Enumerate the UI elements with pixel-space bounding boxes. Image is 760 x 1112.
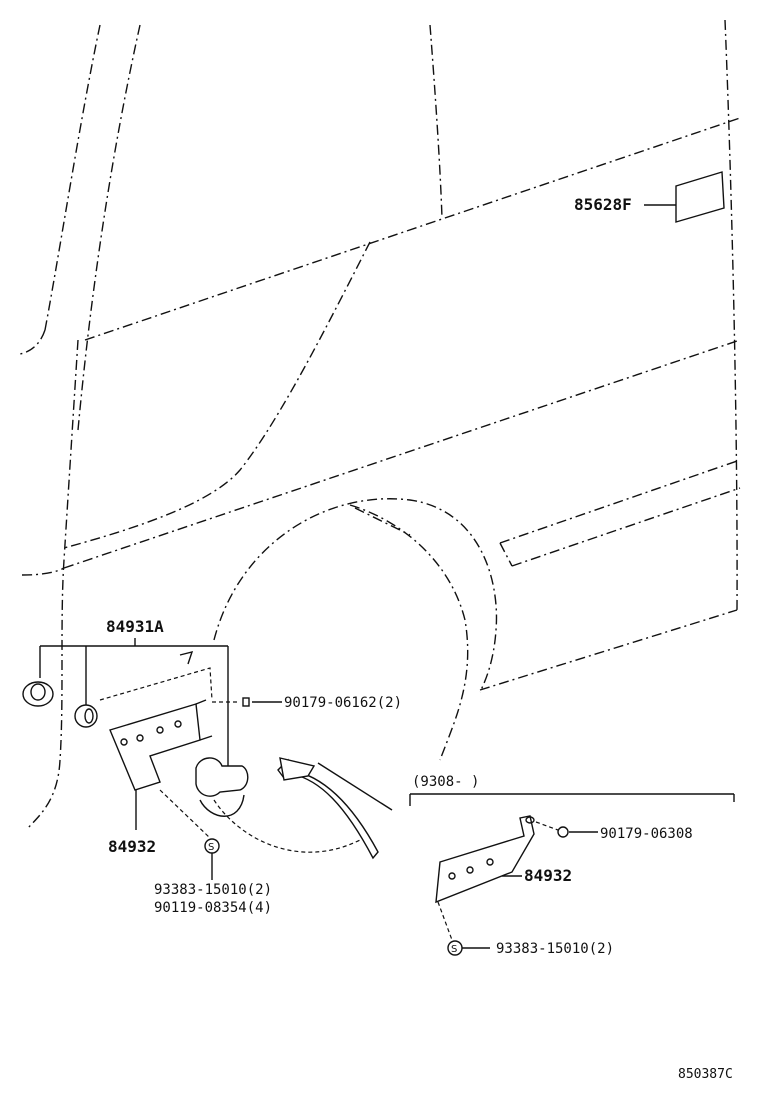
label-84931A: 84931A (106, 617, 164, 636)
label-90179-06162: 90179-06162(2) (284, 695, 402, 711)
detail-variant: (9308- ) 84932 90179-06308 S 93383-15010… (409, 774, 735, 957)
screw-symbol-left: S (208, 842, 214, 853)
label-93383-left: 93383-15010(2) (154, 882, 272, 898)
connector-plug (195, 757, 249, 797)
label-90119: 90119-08354(4) (154, 900, 272, 916)
screw-symbol-right: S (451, 944, 457, 955)
clip-90179-06162: 90179-06162(2) (212, 695, 402, 711)
grommet-left (22, 681, 54, 707)
body-outline (19, 19, 741, 829)
label-90179-06308: 90179-06308 (600, 826, 693, 842)
label-84932-right: 84932 (524, 866, 572, 885)
bracket-84932-right (435, 815, 535, 904)
diagram-reference: 850387C (678, 1067, 733, 1082)
label-84932-left: 84932 (108, 837, 156, 856)
label-date-range: (9308- ) (412, 774, 479, 790)
wiring-84931A: 84931A (22, 617, 249, 817)
detail-arrow (277, 757, 393, 860)
bracket-84932-left: 84932 (108, 699, 213, 856)
wire-path (213, 799, 361, 853)
fuel-lid-85628F: 85628F (574, 171, 725, 223)
screw-left: S 93383-15010(2) 90119-08354(4) (154, 789, 272, 916)
label-85628F: 85628F (574, 195, 632, 214)
label-93383-right: 93383-15010(2) (496, 941, 614, 957)
